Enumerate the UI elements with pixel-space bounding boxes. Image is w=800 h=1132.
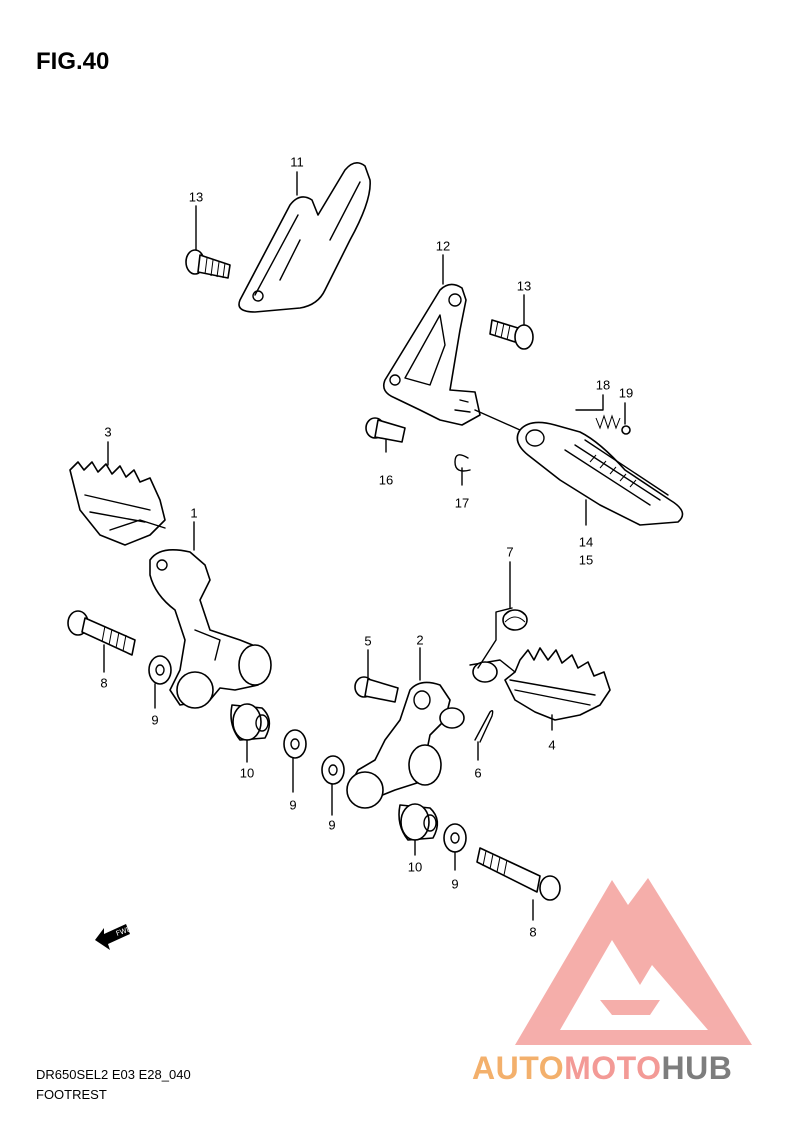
leader-14-link xyxy=(474,409,521,431)
callout-13-upper: 13 xyxy=(188,189,204,205)
bolt-13-upper xyxy=(185,249,231,279)
washer-9-b xyxy=(283,729,307,759)
callout-13-lower: 13 xyxy=(516,278,532,294)
spring-7 xyxy=(502,609,528,631)
watermark-part-auto: AUTO xyxy=(472,1050,565,1086)
footrest-bracket-2 xyxy=(346,681,465,809)
callout-5: 5 xyxy=(364,633,372,649)
callout-14: 14 xyxy=(578,534,594,550)
callout-15: 15 xyxy=(578,552,594,568)
bolt-8-left xyxy=(67,610,136,656)
callout-1: 1 xyxy=(190,505,198,521)
spring-18 xyxy=(595,414,621,430)
rider-footpeg-3 xyxy=(69,461,166,546)
footrest-bracket-1 xyxy=(149,549,272,709)
callout-4: 4 xyxy=(548,737,556,753)
callout-2: 2 xyxy=(416,632,424,648)
callout-9-b: 9 xyxy=(289,797,297,813)
watermark-part-moto: MOTO xyxy=(564,1050,662,1086)
callout-8-left: 8 xyxy=(100,675,108,691)
heel-guard-11 xyxy=(238,162,371,313)
passenger-footpeg-14 xyxy=(516,421,684,526)
figure-caption: FOOTREST xyxy=(36,1087,107,1102)
callout-10-a: 10 xyxy=(239,765,255,781)
ball-19 xyxy=(621,425,631,435)
footrest-bracket-12 xyxy=(382,283,481,426)
callout-18: 18 xyxy=(595,377,611,393)
callout-16: 16 xyxy=(378,472,394,488)
rider-footpeg-4 xyxy=(469,647,611,721)
callout-9-a: 9 xyxy=(151,712,159,728)
callout-9-d: 9 xyxy=(451,876,459,892)
washer-9-c xyxy=(321,755,345,785)
bushing-10-b xyxy=(398,803,439,841)
figure-title: FIG.40 xyxy=(36,48,110,75)
watermark-logo-icon xyxy=(515,878,752,1045)
callout-9-c: 9 xyxy=(328,817,336,833)
model-code: DR650SEL2 E03 E28_040 xyxy=(36,1067,191,1082)
pin-5 xyxy=(354,676,399,703)
callout-19: 19 xyxy=(618,385,634,401)
bolt-13-lower xyxy=(489,319,534,350)
watermark-part-hub: HUB xyxy=(661,1050,733,1086)
callout-6: 6 xyxy=(474,765,482,781)
fwd-arrow-icon: FWD xyxy=(95,924,133,950)
callout-8-right: 8 xyxy=(529,924,537,940)
callout-12: 12 xyxy=(435,238,451,254)
callout-10-b: 10 xyxy=(407,859,423,875)
pin-16 xyxy=(365,417,406,443)
bolt-8-right xyxy=(476,847,561,901)
washer-9-a xyxy=(148,655,172,685)
callout-7: 7 xyxy=(506,544,514,560)
cotter-pin-6 xyxy=(474,709,494,743)
leader-lines xyxy=(103,171,626,921)
watermark-text: AUTOMOTOHUB xyxy=(472,1050,732,1087)
bushing-10-a xyxy=(230,703,271,741)
callout-11: 11 xyxy=(290,154,304,170)
washer-9-d xyxy=(443,823,467,853)
callout-17: 17 xyxy=(454,495,470,511)
callout-3: 3 xyxy=(104,424,112,440)
